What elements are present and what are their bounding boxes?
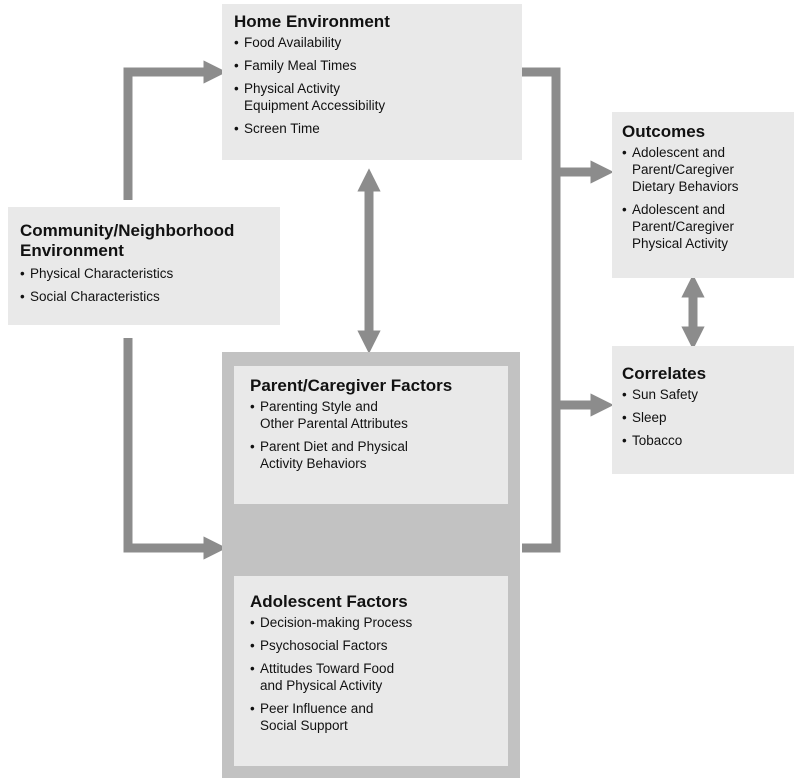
correlates-box: Correlates Sun Safety Sleep Tobacco <box>612 346 794 474</box>
outcomes-box: Outcomes Adolescent and Parent/Caregiver… <box>612 112 794 278</box>
list-item: Physical Activity Equipment Accessibilit… <box>234 80 510 114</box>
list-item: Family Meal Times <box>234 57 510 74</box>
adolescent-factors-title: Adolescent Factors <box>250 592 408 611</box>
list-item: Physical Characteristics <box>20 265 268 282</box>
community-environment-box: Community/Neighborhood Environment Physi… <box>8 207 280 325</box>
parent-factors-title: Parent/Caregiver Factors <box>250 376 453 395</box>
list-item: Sun Safety <box>622 386 784 403</box>
outcomes-title: Outcomes <box>622 122 706 141</box>
list-item: Decision-making Process <box>250 614 492 631</box>
outcomes-list: Adolescent and Parent/Caregiver Dietary … <box>622 144 784 252</box>
home-environment-title: Home Environment <box>234 12 390 31</box>
correlates-title: Correlates <box>622 364 707 383</box>
adolescent-factors-box: Adolescent Factors Decision-making Proce… <box>234 576 508 766</box>
arrow-home-to-bracket <box>522 67 561 553</box>
list-item: Peer Influence and Social Support <box>250 700 492 734</box>
list-item: Attitudes Toward Food and Physical Activ… <box>250 660 492 694</box>
list-item: Parent Diet and Physical Activity Behavi… <box>250 438 492 472</box>
list-item: Adolescent and Parent/Caregiver Physical… <box>622 201 784 252</box>
list-item: Parenting Style and Other Parental Attri… <box>250 398 492 432</box>
parent-factors-list: Parenting Style and Other Parental Attri… <box>250 398 492 472</box>
list-item: Psychosocial Factors <box>250 637 492 654</box>
list-item: Sleep <box>622 409 784 426</box>
list-item: Food Availability <box>234 34 510 51</box>
adolescent-factors-list: Decision-making Process Psychosocial Fac… <box>250 614 492 734</box>
community-environment-list: Physical Characteristics Social Characte… <box>20 265 268 305</box>
community-environment-title: Community/Neighborhood Environment <box>20 221 235 260</box>
parent-factors-box: Parent/Caregiver Factors Parenting Style… <box>234 366 508 504</box>
home-environment-box: Home Environment Food Availability Famil… <box>222 4 522 160</box>
list-item: Social Characteristics <box>20 288 268 305</box>
home-environment-list: Food Availability Family Meal Times Phys… <box>234 34 510 137</box>
list-item: Tobacco <box>622 432 784 449</box>
list-item: Screen Time <box>234 120 510 137</box>
list-item: Adolescent and Parent/Caregiver Dietary … <box>622 144 784 195</box>
arrow-community-to-home <box>123 60 227 200</box>
correlates-list: Sun Safety Sleep Tobacco <box>622 386 784 449</box>
arrow-community-to-factors <box>123 338 227 560</box>
